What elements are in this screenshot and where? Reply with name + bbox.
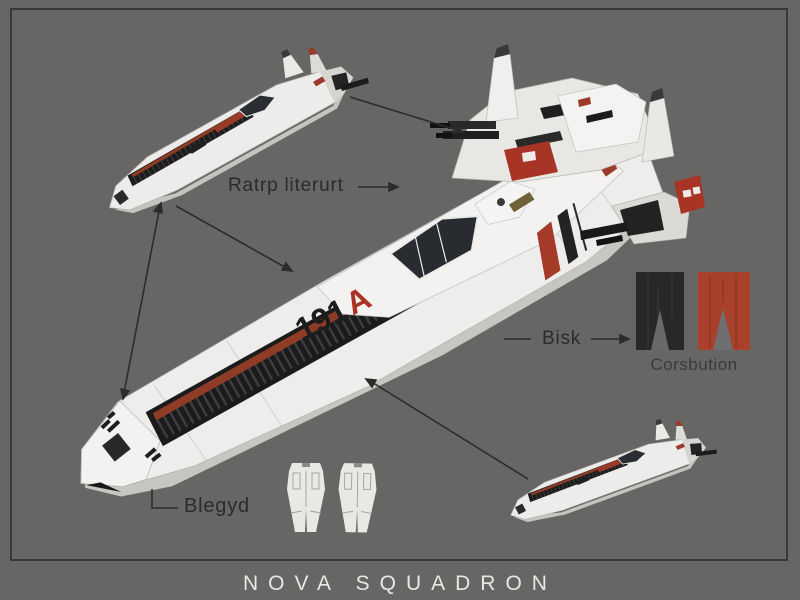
- tail-red-mark: [578, 97, 591, 107]
- wing-mark-2: [515, 131, 563, 149]
- material-swatches: [636, 272, 750, 350]
- callout-arrows: [119, 96, 631, 509]
- nose-glyphs: [100, 410, 162, 463]
- wing-red-panel-notch: [522, 151, 536, 162]
- canopy-glass: [388, 214, 479, 281]
- fin-left-tip: [494, 44, 510, 58]
- arrow-smallship-to-hull: [369, 380, 529, 480]
- swatch-dark-triangle: [651, 310, 669, 350]
- callout-nose-detail: Blegyd: [184, 495, 250, 517]
- main-ship: 191A: [80, 132, 668, 497]
- tail-glyph: [586, 110, 613, 123]
- side-stripe-black: [557, 208, 579, 265]
- fin-marking-glyph-2: [692, 186, 701, 195]
- fin-right-tip: [650, 88, 664, 102]
- main-ship-rear: [430, 44, 705, 246]
- thruster-icon-right: [337, 462, 378, 534]
- canopy-struts: [414, 223, 447, 277]
- sheet-title: NOVA SQUADRON: [243, 572, 557, 595]
- callout-panel-detail: Bisk: [542, 328, 582, 349]
- fin-right: [641, 97, 675, 163]
- side-stripe-line: [572, 203, 588, 251]
- bottom-right-ship: [497, 406, 723, 529]
- swatch-caption: Corsbution: [650, 355, 738, 374]
- thruster-icon-left: [286, 462, 326, 533]
- arrow-tail-to-gun: [349, 96, 461, 132]
- arrow-nose-double: [122, 205, 161, 399]
- fin-marking-glyph-1: [682, 189, 692, 198]
- nose-panel: [102, 433, 131, 462]
- gold-placard: [509, 191, 535, 213]
- arrow-nose-to-hull: [175, 205, 291, 271]
- dorsal-intake: [496, 198, 505, 207]
- swatch-red-triangle: [713, 308, 733, 350]
- fin-left: [485, 53, 519, 123]
- blegyd-connector: [151, 489, 178, 509]
- gun-barrel-right-2: [596, 235, 623, 246]
- engine-intake: [620, 200, 664, 236]
- nose-chamfer: [86, 482, 122, 493]
- gun-barrel-right: [580, 222, 628, 240]
- swatch-red-seams: [709, 276, 737, 348]
- side-stripe-red: [536, 221, 561, 281]
- wing-red-panel: [504, 141, 558, 181]
- callout-engine-detail: Ratrp literurt: [228, 175, 344, 196]
